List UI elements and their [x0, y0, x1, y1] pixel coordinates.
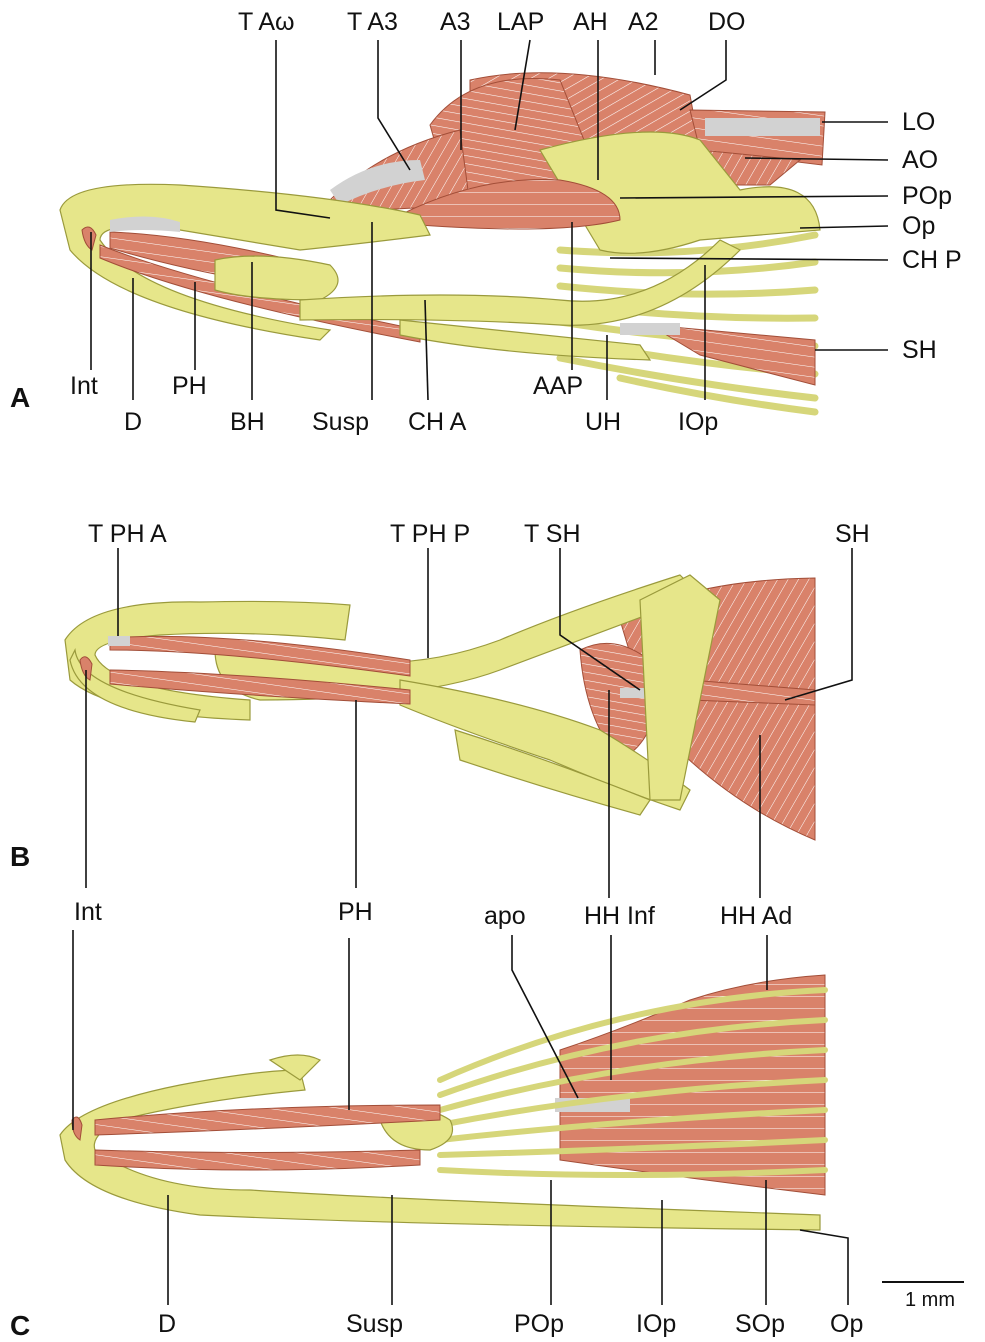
label-lap: LAP — [497, 10, 544, 35]
label-apo: apo — [484, 904, 526, 929]
label-sh-a: SH — [902, 338, 937, 363]
label-t-ph-p: T PH P — [390, 522, 470, 547]
label-ao: AO — [902, 148, 938, 173]
label-pop-c: POp — [514, 1312, 564, 1337]
label-bh: BH — [230, 410, 265, 435]
label-a3: A3 — [440, 10, 471, 35]
label-t-ph-a: T PH A — [88, 522, 167, 547]
label-uh: UH — [585, 410, 621, 435]
label-d-c: D — [158, 1312, 176, 1337]
label-sh-b: SH — [835, 522, 870, 547]
label-a2: A2 — [628, 10, 659, 35]
panel-b-drawing — [65, 575, 815, 840]
label-op-c: Op — [830, 1312, 863, 1337]
panel-c-drawing — [60, 975, 825, 1230]
tendon-ph-a-b — [108, 636, 130, 646]
label-ch-a: CH A — [408, 410, 466, 435]
label-susp-c: Susp — [346, 1312, 403, 1337]
tendon-sh-a — [620, 323, 680, 335]
bone-basihyal — [215, 256, 338, 300]
label-t-a3: T A3 — [347, 10, 398, 35]
label-pop-a: POp — [902, 184, 952, 209]
panel-letter-c: C — [10, 1312, 30, 1340]
label-lo: LO — [902, 110, 935, 135]
label-ah: AH — [573, 10, 608, 35]
label-hh-ad: HH Ad — [720, 904, 792, 929]
tendon-lo — [705, 118, 820, 136]
label-int-a: Int — [70, 374, 98, 399]
label-do: DO — [708, 10, 746, 35]
label-int-b: Int — [74, 900, 102, 925]
label-ph-b: PH — [338, 900, 373, 925]
label-hh-inf: HH Inf — [584, 904, 655, 929]
label-t-a-omega: T Aω — [238, 10, 295, 35]
label-t-sh: T SH — [524, 522, 581, 547]
scale-bar-label: 1 mm — [905, 1290, 955, 1310]
label-ch-p: CH P — [902, 248, 962, 273]
panel-letter-a: A — [10, 384, 30, 412]
label-op-a: Op — [902, 214, 935, 239]
label-aap: AAP — [533, 374, 583, 399]
panel-letter-b: B — [10, 843, 30, 871]
label-d-a: D — [124, 410, 142, 435]
muscle-ph-c-lower — [95, 1150, 420, 1170]
label-iop-c: IOp — [636, 1312, 676, 1337]
panel-a-drawing — [60, 73, 825, 412]
label-sop: SOp — [735, 1312, 785, 1337]
label-iop-a: IOp — [678, 410, 718, 435]
label-susp-a: Susp — [312, 410, 369, 435]
label-ph-a: PH — [172, 374, 207, 399]
